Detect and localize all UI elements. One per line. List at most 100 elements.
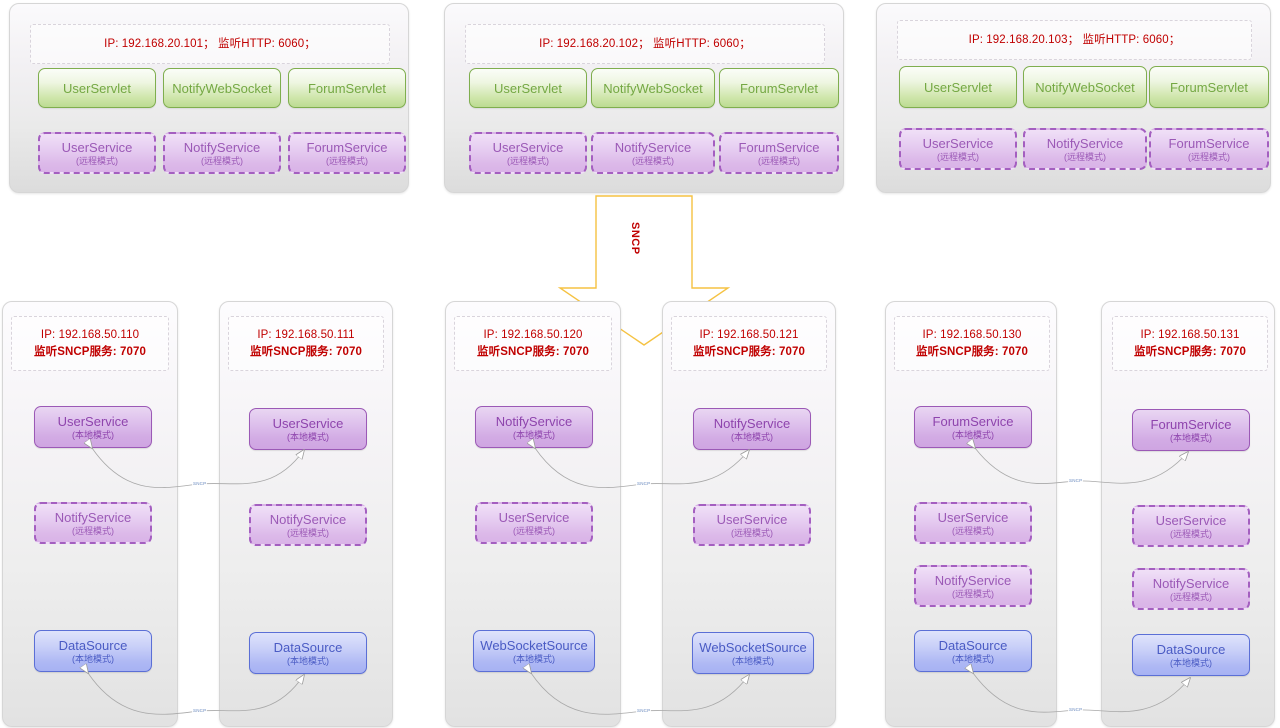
servlet-box[interactable]: UserServlet [899, 66, 1017, 108]
ip-line: IP: 192.168.20.102； 监听HTTP: 6060； [539, 37, 751, 50]
service-box[interactable]: UserService (远程模式) [469, 132, 587, 174]
servlet-label: ForumServlet [1169, 79, 1249, 95]
bottom-ip-header-3: IP: 192.168.50.120 监听SNCP服务: 7070 [454, 316, 612, 371]
ip-address: IP: 192.168.50.121 [699, 328, 799, 341]
datasource-mode: (本地模式) [513, 653, 555, 664]
servlet-box[interactable]: NotifyWebSocket [1023, 66, 1147, 108]
servlet-label: ForumServlet [739, 80, 819, 96]
service-label: NotifyService [1152, 575, 1230, 591]
link-label-a-service: SNCP [192, 481, 208, 487]
datasource-label: DataSource [58, 637, 128, 653]
service-label: UserService [57, 413, 129, 429]
service-box[interactable]: NotifyService (远程模式) [34, 502, 152, 544]
sncp-port: 监听SNCP服务: 7070 [1134, 345, 1246, 358]
servlet-box[interactable]: NotifyWebSocket [591, 68, 715, 108]
service-label: NotifyService [614, 139, 692, 155]
servlet-label: NotifyWebSocket [603, 80, 703, 96]
service-label: UserService [61, 139, 133, 155]
servlet-label: UserServlet [494, 80, 562, 96]
datasource-box[interactable]: DataSource (本地模式) [34, 630, 152, 672]
servlet-label: NotifyWebSocket [1035, 79, 1135, 95]
service-mode: (远程模式) [1170, 591, 1212, 602]
service-label: ForumService [738, 139, 820, 155]
link-label-a-datasource: SNCP [192, 708, 208, 714]
bottom-node-panel-5: IP: 192.168.50.130 监听SNCP服务: 7070 ForumS… [885, 301, 1057, 727]
link-label-b-service: SNCP [636, 481, 652, 487]
service-box[interactable]: NotifyService (本地模式) [693, 408, 811, 450]
service-mode: (远程模式) [287, 527, 329, 538]
datasource-label: WebSocketSource [480, 637, 588, 653]
service-mode: (远程模式) [76, 155, 118, 166]
service-box[interactable]: UserService (远程模式) [1132, 505, 1250, 547]
servlet-label: NotifyWebSocket [172, 80, 272, 96]
service-box[interactable]: UserService (远程模式) [693, 504, 811, 546]
datasource-box[interactable]: DataSource (本地模式) [249, 632, 367, 674]
service-mode: (远程模式) [758, 155, 800, 166]
service-label: UserService [1155, 512, 1227, 528]
service-box[interactable]: ForumService (远程模式) [288, 132, 406, 174]
ip-address: IP: 192.168.50.120 [483, 328, 583, 341]
service-box[interactable]: NotifyService (远程模式) [591, 132, 715, 174]
service-box[interactable]: ForumService (远程模式) [719, 132, 839, 174]
service-box[interactable]: UserService (本地模式) [34, 406, 152, 448]
servlet-box[interactable]: NotifyWebSocket [163, 68, 281, 108]
ip-address: IP: 192.168.50.131 [1140, 328, 1240, 341]
top-ip-header-3: IP: 192.168.20.103； 监听HTTP: 6060； [897, 20, 1252, 60]
sncp-port: 监听SNCP服务: 7070 [250, 345, 362, 358]
service-mode: (本地模式) [72, 429, 114, 440]
service-box[interactable]: ForumService (本地模式) [914, 406, 1032, 448]
service-box[interactable]: ForumService (远程模式) [1149, 128, 1269, 170]
servlet-box[interactable]: UserServlet [38, 68, 156, 108]
service-label: NotifyService [495, 413, 573, 429]
service-mode: (远程模式) [201, 155, 243, 166]
bottom-ip-header-5: IP: 192.168.50.130 监听SNCP服务: 7070 [894, 316, 1050, 371]
service-box[interactable]: NotifyService (远程模式) [914, 565, 1032, 607]
service-box[interactable]: UserService (远程模式) [38, 132, 156, 174]
service-label: UserService [922, 135, 994, 151]
sncp-port: 监听SNCP服务: 7070 [477, 345, 589, 358]
service-label: NotifyService [934, 572, 1012, 588]
top-ip-header-1: IP: 192.168.20.101； 监听HTTP: 6060； [30, 24, 390, 64]
bottom-node-panel-6: IP: 192.168.50.131 监听SNCP服务: 7070 ForumS… [1101, 301, 1275, 727]
service-label: ForumService [1150, 416, 1232, 432]
service-label: UserService [272, 415, 344, 431]
bottom-node-panel-1: IP: 192.168.50.110 监听SNCP服务: 7070 UserSe… [2, 301, 178, 727]
service-box[interactable]: NotifyService (远程模式) [249, 504, 367, 546]
ip-address: IP: 192.168.50.111 [257, 328, 355, 341]
bottom-node-panel-2: IP: 192.168.50.111 监听SNCP服务: 7070 UserSe… [219, 301, 393, 727]
service-box[interactable]: ForumService (本地模式) [1132, 409, 1250, 451]
service-box[interactable]: UserService (本地模式) [249, 408, 367, 450]
service-box[interactable]: NotifyService (远程模式) [1023, 128, 1147, 170]
service-label: NotifyService [713, 415, 791, 431]
service-box[interactable]: NotifyService (远程模式) [163, 132, 281, 174]
datasource-box[interactable]: WebSocketSource (本地模式) [692, 632, 814, 674]
top-node-panel-1: IP: 192.168.20.101； 监听HTTP: 6060； UserSe… [9, 3, 409, 193]
service-box[interactable]: NotifyService (本地模式) [475, 406, 593, 448]
ip-address: IP: 192.168.50.110 [40, 328, 140, 341]
bottom-node-panel-4: IP: 192.168.50.121 监听SNCP服务: 7070 Notify… [662, 301, 836, 727]
link-label-c-datasource: SNCP [1068, 707, 1084, 713]
datasource-box[interactable]: DataSource (本地模式) [914, 630, 1032, 672]
bottom-ip-header-4: IP: 192.168.50.121 监听SNCP服务: 7070 [671, 316, 827, 371]
service-mode: (远程模式) [1170, 528, 1212, 539]
service-mode: (远程模式) [952, 525, 994, 536]
datasource-box[interactable]: DataSource (本地模式) [1132, 634, 1250, 676]
ip-line: IP: 192.168.20.103； 监听HTTP: 6060； [968, 33, 1181, 46]
service-mode: (远程模式) [326, 155, 368, 166]
datasource-box[interactable]: WebSocketSource (本地模式) [473, 630, 595, 672]
service-mode: (远程模式) [1064, 151, 1106, 162]
sncp-port: 监听SNCP服务: 7070 [916, 345, 1028, 358]
servlet-box[interactable]: ForumServlet [288, 68, 406, 108]
service-mode: (远程模式) [632, 155, 674, 166]
service-label: ForumService [306, 139, 388, 155]
datasource-label: DataSource [273, 639, 343, 655]
servlet-box[interactable]: UserServlet [469, 68, 587, 108]
service-box[interactable]: UserService (远程模式) [914, 502, 1032, 544]
service-box[interactable]: NotifyService (远程模式) [1132, 568, 1250, 610]
service-box[interactable]: UserService (远程模式) [475, 502, 593, 544]
sncp-port: 监听SNCP服务: 7070 [34, 345, 146, 358]
service-box[interactable]: UserService (远程模式) [899, 128, 1017, 170]
servlet-box[interactable]: ForumServlet [719, 68, 839, 108]
service-mode: (本地模式) [731, 431, 773, 442]
servlet-box[interactable]: ForumServlet [1149, 66, 1269, 108]
